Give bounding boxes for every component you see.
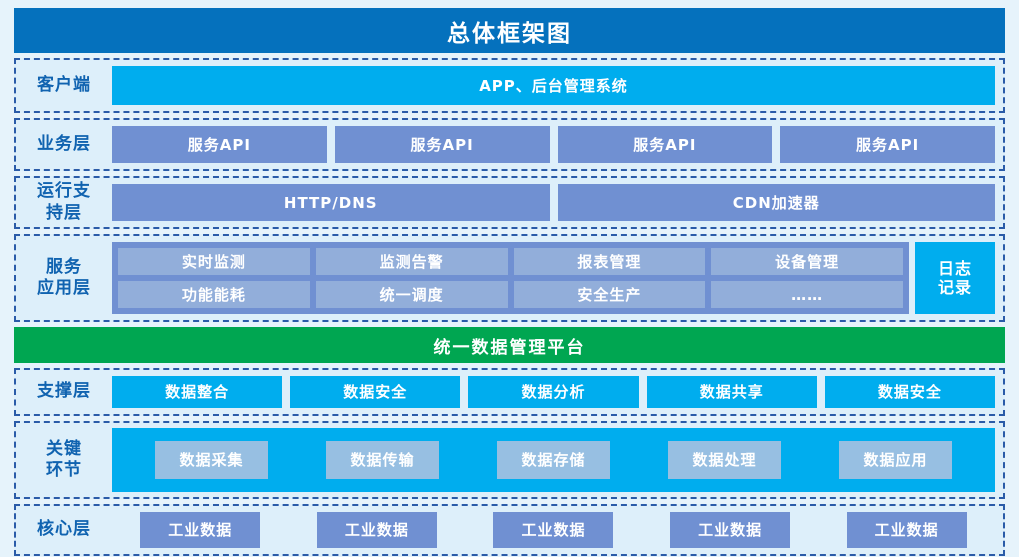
core-box-industrial-data-4[interactable]: 工业数据 <box>670 512 791 548</box>
layer-body-runtime-support: HTTP/DNS CDN加速器 <box>112 178 1003 227</box>
layer-body-support: 数据整合 数据安全 数据分析 数据共享 数据安全 <box>112 370 1003 414</box>
unified-data-platform-bar: 统一数据管理平台 <box>14 327 1005 363</box>
core-box-industrial-data-1[interactable]: 工业数据 <box>140 512 261 548</box>
runtime-http-dns-box[interactable]: HTTP/DNS <box>112 184 550 221</box>
business-api-box-3[interactable]: 服务API <box>557 126 773 163</box>
service-box-unified-scheduling[interactable]: 统一调度 <box>315 281 508 308</box>
layer-business: 业务层 服务API 服务API 服务API 服务API <box>14 118 1005 171</box>
service-box-monitoring-alarm[interactable]: 监测告警 <box>315 248 508 275</box>
service-box-realtime-monitoring[interactable]: 实时监测 <box>118 248 310 275</box>
layer-label-key-links: 关键 环节 <box>46 438 82 480</box>
core-box-industrial-data-5[interactable]: 工业数据 <box>846 512 967 548</box>
layer-service-application: 服务 应用层 实时监测 监测告警 报表管理 设备管理 功能能耗 统一调度 安全生… <box>14 234 1005 322</box>
key-box-data-application[interactable]: 数据应用 <box>839 441 952 479</box>
service-box-log-record[interactable]: 日志 记录 <box>915 242 995 314</box>
key-box-data-storage[interactable]: 数据存储 <box>497 441 610 479</box>
layer-body-service-application: 实时监测 监测告警 报表管理 设备管理 功能能耗 统一调度 安全生产 …… 日志… <box>112 236 1003 320</box>
layer-label-runtime-support: 运行支 持层 <box>37 181 91 223</box>
support-box-data-sharing[interactable]: 数据共享 <box>646 376 817 408</box>
service-box-device-management[interactable]: 设备管理 <box>711 248 903 275</box>
layer-body-client: APP、后台管理系统 <box>112 60 1003 111</box>
layer-body-business: 服务API 服务API 服务API 服务API <box>112 120 1003 169</box>
business-api-box-2[interactable]: 服务API <box>334 126 550 163</box>
layer-label-client: 客户端 <box>37 74 91 95</box>
layer-support: 支撑层 数据整合 数据安全 数据分析 数据共享 数据安全 <box>14 368 1005 416</box>
service-application-grid: 实时监测 监测告警 报表管理 设备管理 功能能耗 统一调度 安全生产 …… <box>112 242 909 314</box>
key-links-band: 数据采集 数据传输 数据存储 数据处理 数据应用 <box>112 428 995 492</box>
service-box-safe-production[interactable]: 安全生产 <box>513 281 706 308</box>
support-box-data-analysis[interactable]: 数据分析 <box>468 376 639 408</box>
support-box-data-integration[interactable]: 数据整合 <box>112 376 283 408</box>
key-box-data-transmission[interactable]: 数据传输 <box>326 441 439 479</box>
layer-core: 核心层 工业数据 工业数据 工业数据 工业数据 工业数据 <box>14 504 1005 556</box>
key-box-data-collection[interactable]: 数据采集 <box>155 441 268 479</box>
business-api-box-1[interactable]: 服务API <box>112 126 327 163</box>
core-box-industrial-data-3[interactable]: 工业数据 <box>493 512 614 548</box>
layer-label-business: 业务层 <box>37 133 91 154</box>
layer-runtime-support: 运行支 持层 HTTP/DNS CDN加速器 <box>14 176 1005 229</box>
diagram-title: 总体框架图 <box>14 8 1005 53</box>
layer-label-core: 核心层 <box>37 519 91 540</box>
service-box-report-management[interactable]: 报表管理 <box>513 248 706 275</box>
layer-body-key-links: 数据采集 数据传输 数据存储 数据处理 数据应用 <box>112 423 1003 497</box>
service-box-energy-consumption[interactable]: 功能能耗 <box>118 281 310 308</box>
layer-label-support: 支撑层 <box>37 381 91 402</box>
client-app-box[interactable]: APP、后台管理系统 <box>112 66 995 105</box>
core-box-industrial-data-2[interactable]: 工业数据 <box>316 512 437 548</box>
business-api-box-4[interactable]: 服务API <box>780 126 995 163</box>
layer-key-links: 关键 环节 数据采集 数据传输 数据存储 数据处理 数据应用 <box>14 421 1005 499</box>
support-box-data-security-1[interactable]: 数据安全 <box>290 376 461 408</box>
key-box-data-processing[interactable]: 数据处理 <box>668 441 781 479</box>
layer-client: 客户端 APP、后台管理系统 <box>14 58 1005 113</box>
layer-label-service-application: 服务 应用层 <box>37 256 91 298</box>
runtime-cdn-box[interactable]: CDN加速器 <box>557 184 995 221</box>
layer-body-core: 工业数据 工业数据 工业数据 工业数据 工业数据 <box>112 506 1003 554</box>
service-box-more[interactable]: …… <box>711 281 903 308</box>
support-box-data-security-2[interactable]: 数据安全 <box>824 376 996 408</box>
